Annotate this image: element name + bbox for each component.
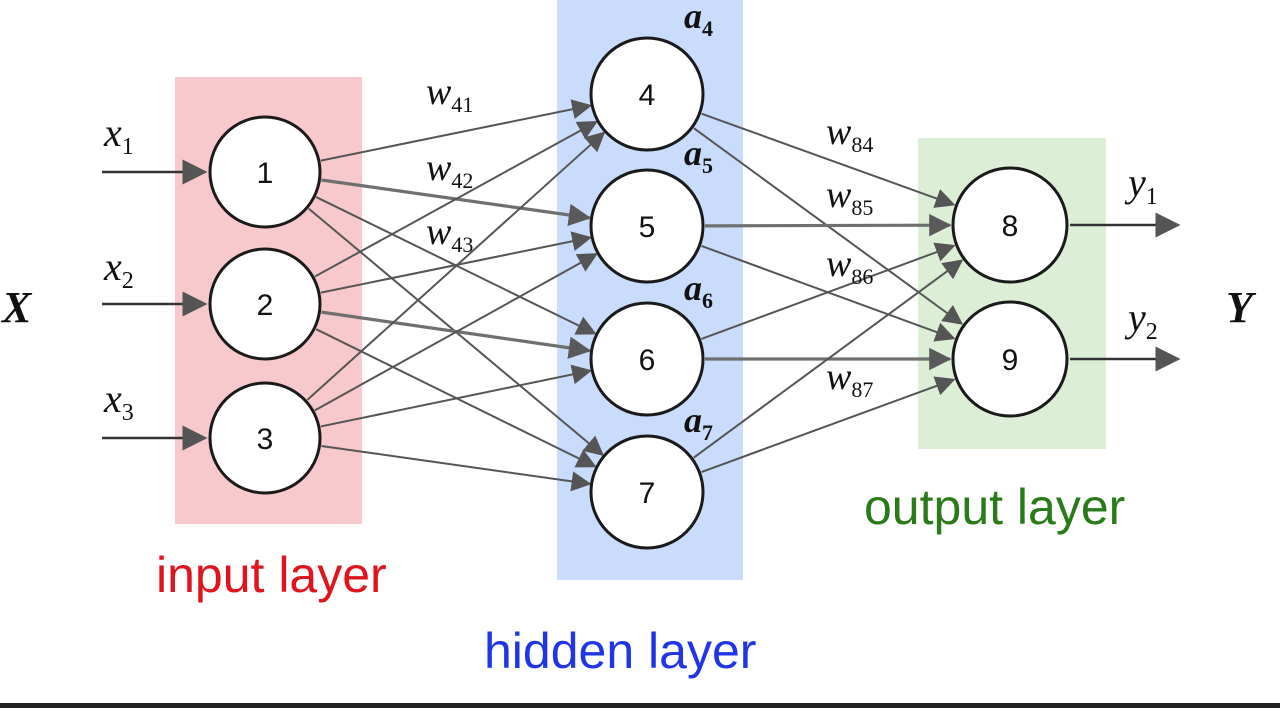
- hidden-node-4-label: 4: [639, 79, 656, 112]
- connection-edges: [306, 99, 964, 492]
- bottom-border: [0, 703, 1280, 708]
- weight-w86-label: w86: [826, 243, 873, 289]
- weight-w85-label: w85: [826, 174, 873, 220]
- activation-a4-label: a4: [684, 0, 713, 41]
- edge-3-6: [320, 364, 593, 428]
- hidden-node-4: 4: [589, 36, 705, 152]
- Y-label: Y: [1226, 283, 1257, 332]
- input-node-3: 3: [208, 381, 322, 495]
- activation-a7-label: a7: [684, 400, 713, 445]
- edge-5-8: [704, 214, 952, 237]
- input-layer-caption: input layer: [156, 547, 387, 603]
- hidden-layer-caption: hidden layer: [484, 623, 756, 679]
- output-layer-caption: output layer: [864, 479, 1125, 535]
- edge-7-8: [693, 259, 964, 459]
- edge-3-7: [321, 444, 592, 492]
- edge-7-9: [701, 376, 956, 473]
- X-label: X: [0, 283, 33, 332]
- edge-6-8: [701, 242, 956, 340]
- activation-a5-label: a5: [684, 133, 713, 178]
- input-node-1: 1: [208, 115, 322, 229]
- hidden-node-6: 6: [589, 301, 705, 417]
- hidden-node-6-label: 6: [639, 344, 656, 377]
- output-y1-label: y1: [1124, 160, 1158, 210]
- hidden-node-7: 7: [589, 434, 705, 550]
- weight-w43-label: w43: [426, 211, 473, 257]
- input-x1-label: x1: [103, 110, 134, 160]
- edge-4-8: [701, 112, 956, 208]
- output-node-8: 8: [951, 166, 1069, 284]
- edge-3-4: [306, 131, 606, 401]
- weight-w87-label: w87: [826, 356, 873, 402]
- weight-w42-label: w42: [426, 147, 473, 193]
- input-x2-label: x2: [103, 244, 134, 294]
- weight-w84-label: w84: [826, 111, 873, 157]
- hidden-node-5-label: 5: [639, 211, 656, 244]
- io-arrows: [102, 159, 1181, 451]
- activation-a6-label: a6: [684, 268, 713, 313]
- input-node-2-label: 2: [257, 289, 274, 322]
- edge-3-5: [314, 253, 599, 412]
- output-node-8-label: 8: [1002, 210, 1019, 243]
- edge-2-4: [314, 120, 598, 278]
- input-node-2: 2: [208, 247, 322, 361]
- output-y2-label: y2: [1124, 295, 1158, 345]
- input-node-1-label: 1: [257, 157, 274, 190]
- edge-1-4: [320, 99, 593, 162]
- input-x3-label: x3: [103, 376, 134, 426]
- output-node-9-label: 9: [1002, 344, 1019, 377]
- weight-w41-label: w41: [426, 71, 473, 117]
- hidden-node-5: 5: [589, 168, 705, 284]
- hidden-node-7-label: 7: [639, 477, 656, 510]
- input-node-3-label: 3: [257, 423, 274, 456]
- output-node-9: 9: [951, 300, 1069, 418]
